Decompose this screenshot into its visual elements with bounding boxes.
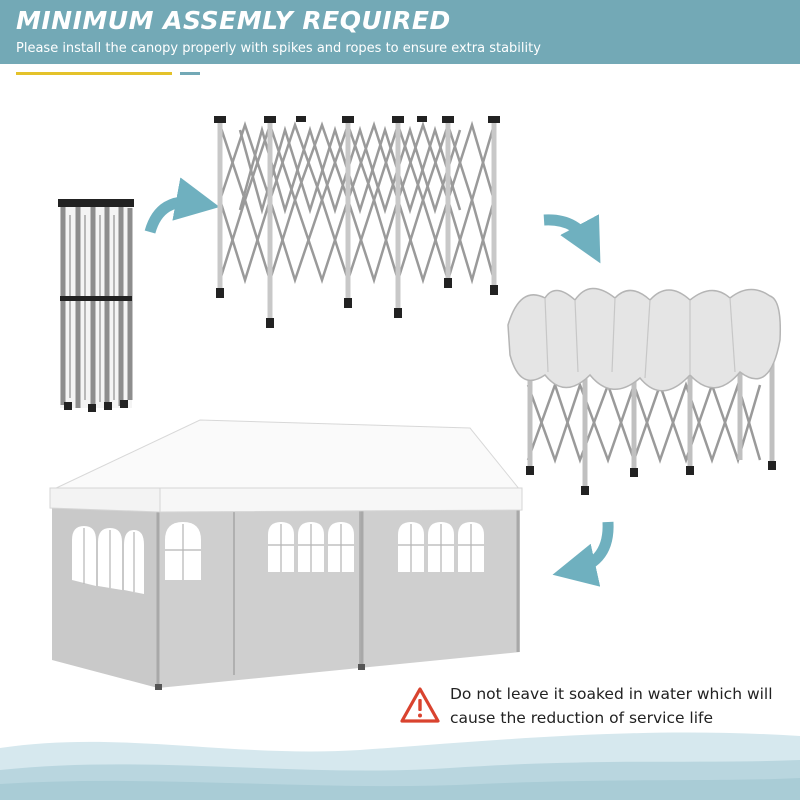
page-subtitle: Please install the canopy properly with … [16, 41, 541, 56]
expanded-frame [214, 116, 500, 328]
warning-note: Do not leave it soaked in water which wi… [398, 682, 798, 730]
wave-footer [0, 732, 800, 800]
warning-text: Do not leave it soaked in water which wi… [450, 685, 773, 727]
step-arrow-3 [552, 521, 614, 587]
step-arrow-2 [543, 214, 601, 264]
accent-rule-teal [180, 72, 200, 75]
step-arrow-1 [144, 177, 220, 234]
assembled-tent-with-sidewalls [49, 419, 523, 690]
frame-with-canopy [507, 287, 782, 495]
warning-triangle-icon [400, 687, 440, 723]
accent-rule-yellow [16, 72, 172, 75]
header-banner [0, 0, 800, 64]
page-title: MINIMUM ASSEMLY REQUIRED [16, 6, 451, 35]
folded-frame [58, 199, 134, 412]
